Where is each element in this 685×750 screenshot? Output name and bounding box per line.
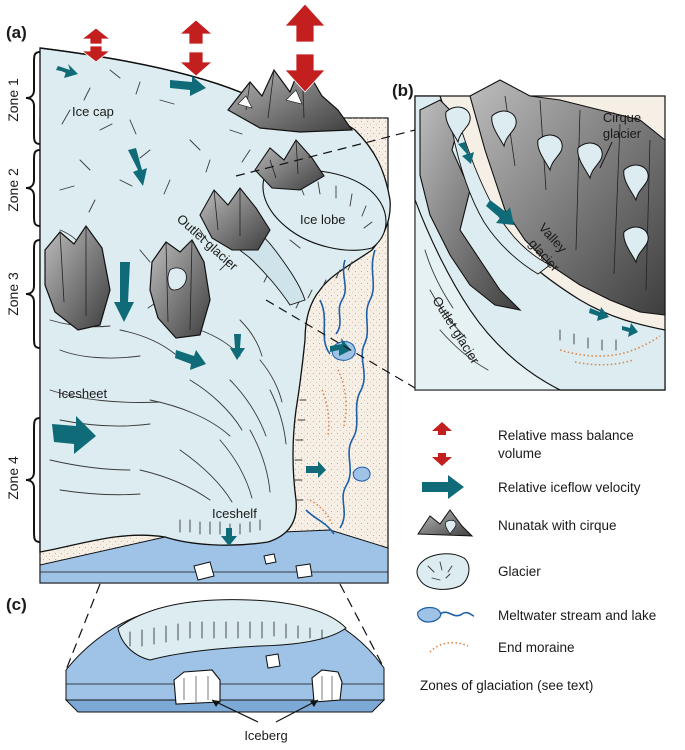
- legend: [416, 422, 475, 653]
- legend-meltwater-icon: [417, 606, 475, 623]
- end-moraines-a: [309, 369, 347, 525]
- zone-2-label: Zone 2: [5, 168, 21, 212]
- iceshelf-label: Iceshelf: [212, 506, 257, 521]
- zone-1-label: Zone 1: [5, 78, 21, 122]
- panel-c-shelf: [64, 583, 386, 723]
- icebergs-c: [173, 653, 343, 705]
- iceflow-arrow-icon: [52, 416, 96, 454]
- iceflow-arrow-icon: [589, 307, 609, 321]
- iceflow-arrow-icon: [458, 142, 474, 164]
- legend-mass-balance-line1: Relative mass balance: [498, 428, 634, 443]
- panel-c-label: (c): [6, 595, 27, 614]
- cirque-glacier-label-line2: glacier: [603, 126, 642, 141]
- mass-balance-arrows-icon: [284, 3, 326, 93]
- nunatak-zone3: [44, 224, 211, 339]
- legend-glacier-text: Glacier: [498, 564, 541, 579]
- icebergs-a: [193, 553, 313, 581]
- mass-balance-arrows-icon: [80, 27, 112, 63]
- legend-nunatak-text: Nunatak with cirque: [498, 518, 617, 533]
- panel-a-label: (a): [6, 23, 27, 42]
- cirque-glaciers: [445, 106, 649, 264]
- legend-zones-text: Zones of glaciation (see text): [420, 678, 593, 693]
- iceflow-arrow-icon: [175, 350, 206, 370]
- legend-moraine-text: End moraine: [498, 640, 575, 655]
- legend-moraine-icon: [429, 641, 469, 653]
- iceflow-arrow-icon: [170, 76, 206, 96]
- panel-b-label: (b): [392, 81, 414, 100]
- iceflow-arrow-icon: [128, 148, 147, 186]
- ice-lobe-label: Ice lobe: [300, 212, 346, 227]
- legend-mass-balance-icon: [432, 422, 452, 466]
- legend-glacier-icon: [416, 553, 470, 590]
- iceflow-arrow-icon: [622, 323, 638, 337]
- cirque-glacier-label-line1: Cirque: [603, 110, 641, 125]
- zone-3-label: Zone 3: [5, 272, 21, 316]
- iceflow-arrow-icon: [306, 461, 326, 478]
- ice-cap-label: Ice cap: [72, 104, 114, 119]
- mass-balance-arrows-icon: [178, 19, 214, 77]
- mass-balance-arrows: [80, 3, 326, 93]
- zone-4-label: Zone 4: [5, 456, 21, 500]
- nunatak-zone2: [199, 139, 325, 251]
- legend-nunatak-icon: [417, 509, 474, 537]
- iceflow-arrow-icon: [330, 338, 351, 356]
- iceflow-arrow-icon: [221, 528, 237, 546]
- zone-braces: [25, 51, 41, 543]
- iceberg-label: Iceberg: [244, 728, 287, 743]
- iceflow-arrow-icon: [114, 262, 134, 322]
- icesheet-label: Icesheet: [58, 386, 108, 401]
- iceflow-arrows: [52, 64, 351, 546]
- iceflow-arrow-icon: [486, 200, 514, 225]
- panel-b-inset: [235, 79, 666, 391]
- panel-a-map: [25, 3, 391, 584]
- legend-mass-balance-line2: volume: [498, 446, 542, 461]
- legend-iceflow-icon: [422, 475, 464, 499]
- iceflow-arrow-icon: [56, 64, 78, 78]
- iceflow-arrow-icon: [230, 334, 245, 360]
- legend-meltwater-text: Meltwater stream and lake: [498, 608, 656, 623]
- legend-iceflow-text: Relative iceflow velocity: [498, 480, 641, 495]
